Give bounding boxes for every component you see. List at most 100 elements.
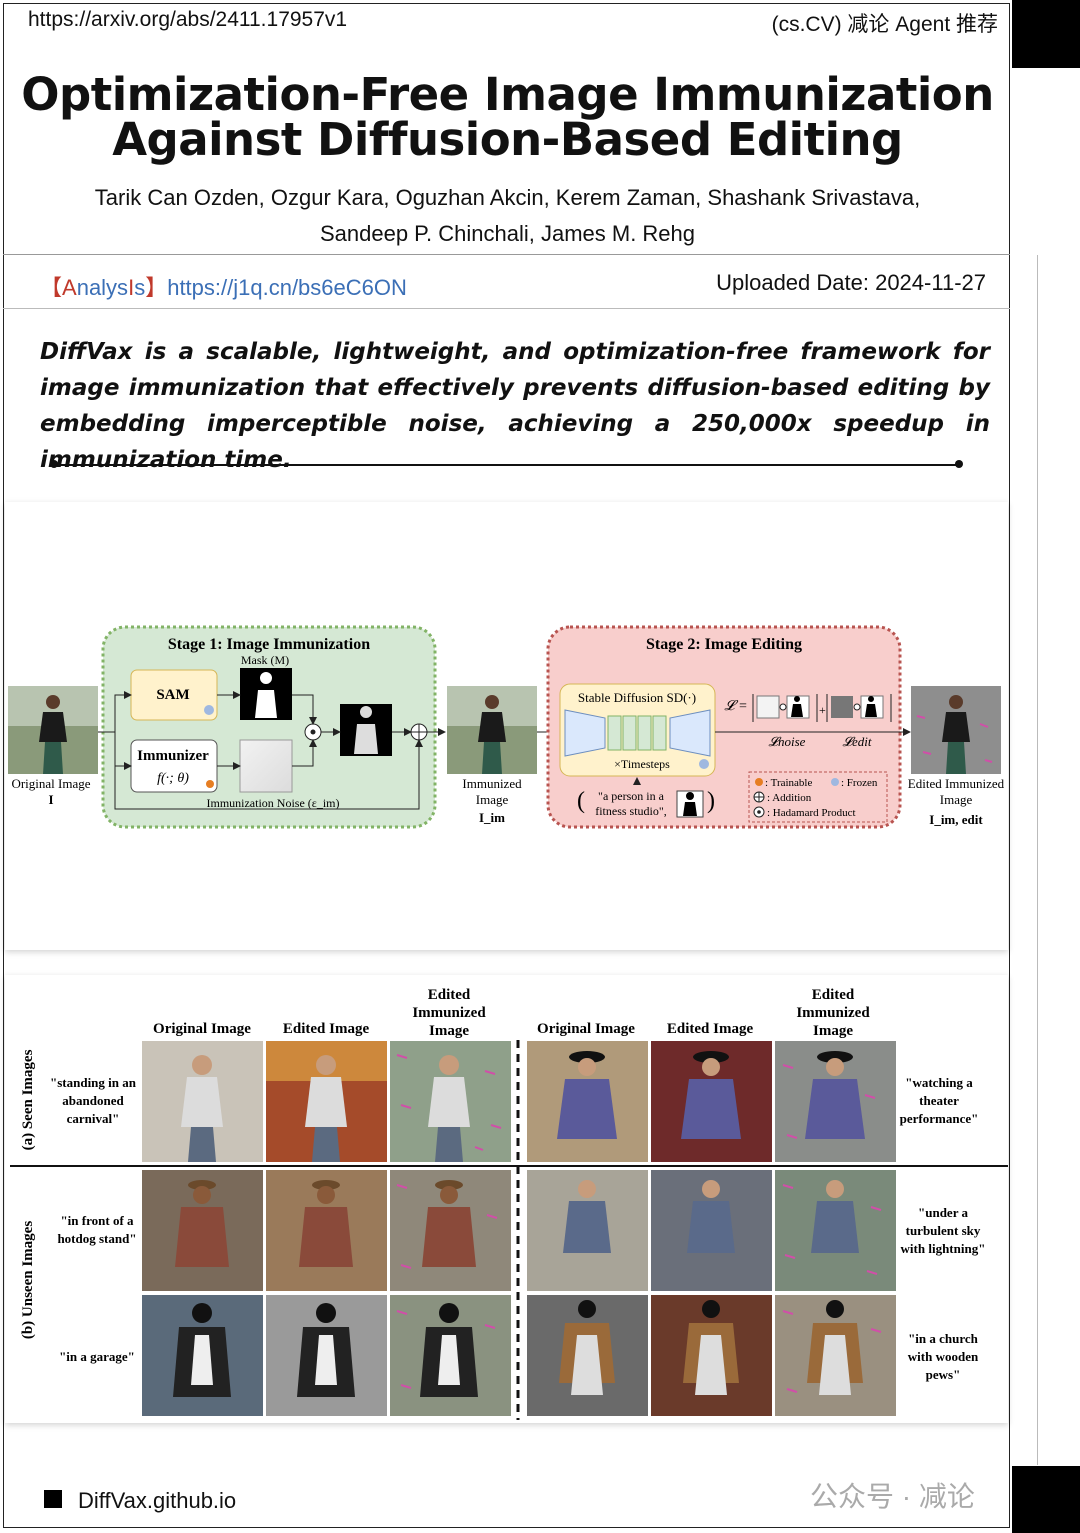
prompt-sky-2: turbulent sky (906, 1223, 981, 1238)
pipeline-diagram: Stage 1: Image Immunization Mask (M) SAM… (8, 625, 1005, 829)
prompt-carnival-3: carnival" (67, 1111, 120, 1126)
row-unseen1-left (142, 1170, 511, 1291)
legend-trainable: : Trainable (765, 777, 812, 789)
prompt-sky-1: "under a (918, 1205, 968, 1220)
frozen-gear-icon (204, 705, 214, 715)
prompt-carnival-2: abandoned (62, 1093, 124, 1108)
corner-block-top (1012, 0, 1080, 68)
authors-line-1: Tarik Can Ozden, Ozgur Kara, Oguzhan Akc… (94, 185, 921, 210)
original-label: Original Image (11, 776, 90, 791)
prompt-hotdog-2: hotdog stand" (57, 1231, 136, 1246)
separator-line (52, 464, 960, 466)
category-label: (cs.CV) 减论 Agent 推荐 (771, 13, 998, 36)
results-figure: Original Image Edited Image Edited Immun… (5, 975, 1008, 1423)
analysis-mid: nalys (76, 275, 129, 300)
row-unseen2-right (527, 1295, 896, 1416)
analysis-link[interactable]: 【AnalysIs】https://j1q.cn/bs6eC6ON (40, 270, 407, 302)
sam-label: SAM (156, 687, 189, 703)
col-edited-imm-left-3: Image (429, 1023, 469, 1039)
prompt-church-1: "in a church (908, 1331, 979, 1346)
analysis-url[interactable]: https://j1q.cn/bs6eC6ON (167, 275, 407, 300)
prompt-theater-2: theater (919, 1093, 959, 1108)
col-original-left: Original Image (153, 1021, 251, 1037)
separator-dot-left (50, 460, 58, 468)
results-grid: Original Image Edited Image Edited Immun… (10, 987, 1008, 1420)
right-rule (1037, 255, 1038, 1465)
analysis-letter-i: I (128, 275, 135, 300)
footer-square-icon (44, 1490, 62, 1508)
loss-edit-label: 𝓛edit (843, 734, 872, 749)
stage2-title: Stage 2: Image Editing (646, 636, 802, 653)
divider-mid (3, 308, 1010, 309)
col-edited-imm-right-3: Image (813, 1023, 853, 1039)
noise-image (239, 739, 293, 793)
edited-label-2: Image (940, 792, 973, 807)
legend-gear-icon (831, 778, 839, 786)
loss-noise-label: 𝓛noise (769, 734, 806, 749)
prompt-garage: "in a garage" (59, 1349, 135, 1364)
trainable-flame-icon (206, 780, 214, 788)
legend-flame-icon (755, 778, 763, 786)
divider-top (3, 254, 1010, 255)
legend-hadamard: : Hadamard Product (767, 807, 856, 819)
immunized-label-2: Image (476, 792, 509, 807)
timesteps-label: ×Timesteps (614, 757, 670, 771)
immunized-label-1: Immunized (462, 776, 522, 791)
col-edited-right: Edited Image (667, 1021, 754, 1037)
title-line-1: Optimization-Free Image Immunization (21, 68, 994, 121)
prompt-church-2: with wooden (908, 1349, 979, 1364)
uploaded-date: Uploaded Date: 2024-11-27 (716, 270, 986, 295)
mask-label: Mask (M) (241, 653, 289, 667)
corner-block-bottom (1012, 1466, 1080, 1533)
col-edited-imm-right-1: Edited (812, 987, 855, 1003)
original-symbol: I (48, 792, 53, 807)
edited-label-1: Edited Immunized (908, 776, 1005, 791)
col-edited-left: Edited Image (283, 1021, 370, 1037)
row-unseen1-right (527, 1170, 896, 1291)
pipeline-figure: Stage 1: Image Immunization Mask (M) SAM… (5, 502, 1008, 950)
author-list: Tarik Can Ozden, Ozgur Kara, Oguzhan Akc… (20, 180, 995, 252)
row-seen-right (527, 1041, 896, 1162)
row-unseen-label: (b) Unseen Images (20, 1221, 36, 1339)
arxiv-url[interactable]: https://arxiv.org/abs/2411.17957v1 (28, 8, 348, 31)
prompt-carnival-1: "standing in an (50, 1075, 137, 1090)
row-seen-left (142, 1041, 511, 1162)
col-edited-imm-left-2: Immunized (412, 1005, 486, 1021)
page-frame (3, 3, 1010, 1528)
bracket-open: 【 (40, 275, 63, 300)
svg-text:+: + (819, 703, 826, 717)
paper-summary: DiffVax is a scalable, lightweight, and … (40, 339, 990, 473)
authors-line-2: Sandeep P. Chinchali, James M. Rehg (319, 221, 696, 246)
frozen-gear-icon-2 (699, 759, 709, 769)
edited-symbol: I_im, edit (929, 812, 983, 827)
prompt-theater-3: performance" (900, 1111, 979, 1126)
prompt-hotdog-1: "in front of a (60, 1213, 134, 1228)
immunizer-fn: f(·; θ) (157, 771, 189, 786)
prompt-church-3: pews" (926, 1367, 961, 1382)
col-edited-imm-left-1: Edited (428, 987, 471, 1003)
analysis-letter-s: s (134, 275, 146, 300)
separator-dot-right (955, 460, 963, 468)
title-line-2: Against Diffusion-Based Editing (112, 113, 903, 166)
loss-equation: 𝓛 = (724, 699, 747, 714)
sd-label: Stable Diffusion SD(·) (578, 690, 696, 705)
immunized-symbol: I_im (479, 810, 505, 825)
prompt-paren-close: ) (707, 788, 715, 814)
stage1-title: Stage 1: Image Immunization (168, 636, 370, 653)
legend-frozen: : Frozen (841, 777, 878, 789)
prompt-line-2: fitness studio", (595, 804, 667, 818)
wechat-watermark: 公众号 · 减论 (810, 1481, 975, 1512)
col-edited-imm-right-2: Immunized (796, 1005, 870, 1021)
legend-box (748, 771, 888, 823)
prompt-line-1: "a person in a (598, 789, 665, 803)
legend-addition: : Addition (767, 792, 812, 804)
analysis-letter-a: A (62, 275, 77, 300)
prompt-sky-3: with lightning" (901, 1241, 986, 1256)
project-site[interactable]: DiffVax.github.io (78, 1488, 237, 1513)
prompt-theater-1: "watching a (905, 1075, 973, 1090)
noise-label: Immunization Noise (ε_im) (206, 796, 339, 810)
immunizer-label: Immunizer (137, 748, 209, 764)
row-seen-label: (a) Seen Images (20, 1049, 36, 1150)
bracket-close: 】 (145, 275, 168, 300)
row-unseen2-left (142, 1295, 511, 1416)
